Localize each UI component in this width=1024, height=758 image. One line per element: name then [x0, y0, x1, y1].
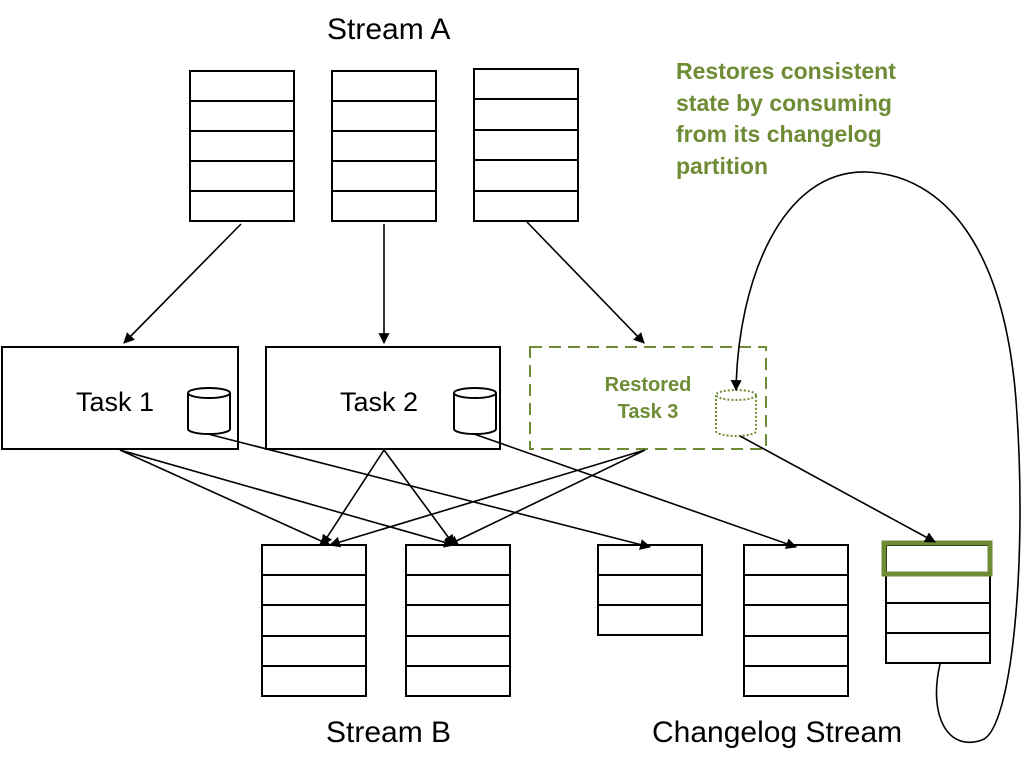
- task-2-label: Task 2: [340, 387, 419, 417]
- stream-b-partition-1: [261, 544, 367, 697]
- restore-arrow: [730, 171, 1021, 743]
- stream-a-partition-2: [331, 70, 437, 222]
- restore-annotation-line-2: state by consuming: [676, 89, 892, 116]
- task-2-state-store-icon: [453, 387, 497, 435]
- input-arrows: [123, 221, 645, 345]
- changelog-stream-title: Changelog Stream: [652, 716, 903, 749]
- changelog-arrows: [207, 433, 936, 550]
- stream-a-partition-1: [189, 70, 295, 222]
- restore-annotation: Restores consistent state by consuming f…: [676, 56, 896, 182]
- task-1-label: Task 1: [76, 387, 155, 417]
- task-3-state-store-icon: [715, 389, 757, 437]
- stream-a-partitions: [189, 68, 579, 222]
- changelog-latest-record-highlight: [881, 540, 993, 577]
- stream-b-title: Stream B: [326, 716, 452, 749]
- stream-b-partition-2: [405, 544, 511, 697]
- changelog-partitions: [597, 544, 991, 697]
- restore-annotation-line-3: from its changelog: [676, 121, 882, 147]
- restored-task-3-box: [529, 346, 767, 450]
- changelog-partition-3: [885, 544, 991, 664]
- task-1-state-store-icon: [187, 387, 231, 435]
- restored-task-3-label-line2: Task 3: [617, 401, 679, 423]
- restored-task-3-label: Restored Task 3: [586, 372, 710, 426]
- changelog-partition-1: [597, 544, 703, 636]
- stream-a-partition-3: [473, 68, 579, 222]
- restore-annotation-line-1: Restores consistent: [676, 58, 896, 84]
- restored-task-3-label-line1: Restored: [604, 374, 692, 396]
- output-arrows: [119, 449, 646, 548]
- changelog-partition-2: [743, 544, 849, 697]
- stream-a-title: Stream A: [327, 13, 451, 46]
- restore-annotation-line-4: partition: [676, 152, 768, 179]
- stream-b-partitions: [261, 544, 511, 697]
